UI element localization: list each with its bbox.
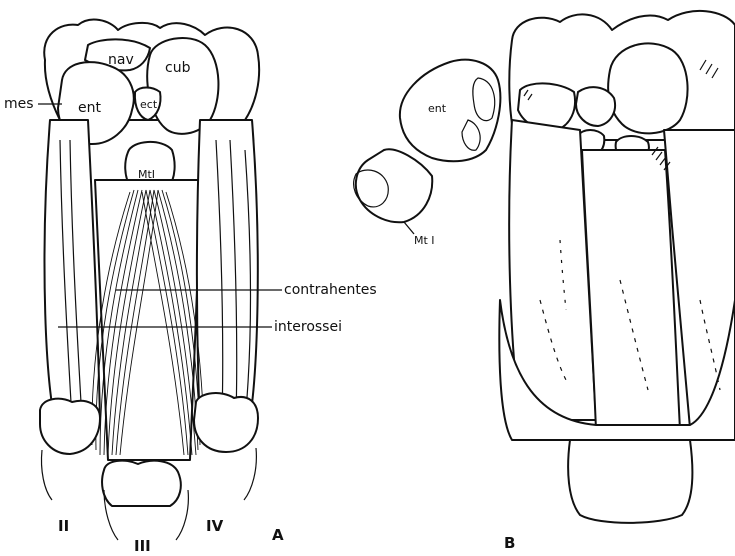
digit-ii-shaft — [41, 450, 52, 500]
panel-b-mt1 — [576, 87, 615, 126]
panel-b-cuboid — [608, 43, 687, 133]
inset-drawing — [354, 60, 501, 234]
panel-a-drawing — [38, 20, 282, 540]
condyle-ii — [40, 399, 100, 454]
label-digit-iv: IV — [206, 517, 224, 535]
label-digit-ii: II — [58, 517, 69, 535]
panel-b-distal-end — [568, 440, 692, 523]
label-interossei: interossei — [274, 319, 342, 335]
label-panel-a: A — [272, 526, 284, 544]
label-mes: mes — [4, 96, 34, 112]
label-digit-iii: III — [134, 537, 151, 555]
label-inset-ent: ent — [428, 102, 447, 115]
label-cub: cub — [165, 60, 191, 76]
label-inset-mt1: Mt I — [414, 234, 435, 247]
inset-entocuneiform — [400, 60, 500, 162]
digit-iv-shaft — [244, 448, 256, 500]
label-panel-b: B — [504, 534, 515, 552]
label-contrahentes: contrahentes — [284, 282, 377, 298]
label-ent: ent — [78, 100, 101, 116]
metatarsal-iv — [197, 120, 258, 437]
label-ect: ect — [140, 98, 158, 111]
panel-b-drawing — [499, 11, 735, 523]
metatarsal-ii — [45, 120, 100, 442]
condyle-iii — [102, 461, 181, 506]
label-mt1: MtI — [138, 168, 155, 181]
label-nav: nav — [108, 52, 134, 68]
leader-inset-mt1 — [404, 222, 414, 234]
condyle-iv — [194, 393, 258, 452]
inset-mt1 — [356, 149, 432, 222]
panel-b-metatarsal-iii — [582, 150, 680, 430]
